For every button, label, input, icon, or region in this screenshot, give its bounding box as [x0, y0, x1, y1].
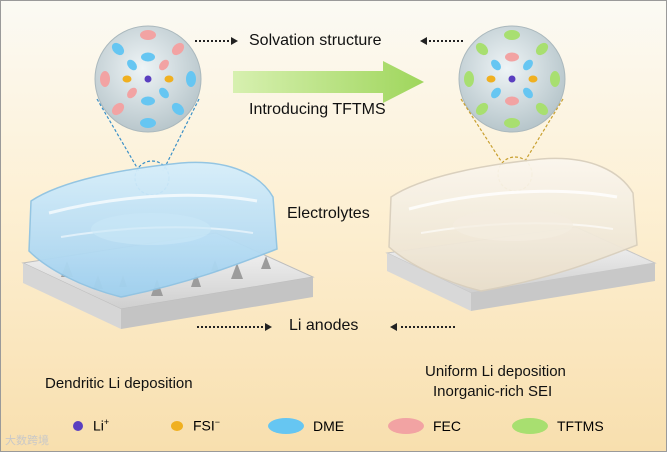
fec-molecule: [100, 71, 110, 87]
fec-molecule: [505, 52, 519, 62]
fsi-anion: [122, 75, 132, 83]
legend-label: DME: [313, 417, 345, 434]
right-caption-line1: Uniform Li deposition: [425, 363, 566, 380]
solvation-dotted-arrows: [195, 37, 463, 45]
legend-item-fsi: FSI−: [169, 417, 220, 434]
anode-dotted-arrows: [197, 323, 455, 331]
dme-molecule: [523, 87, 533, 99]
fec-molecule: [127, 87, 137, 99]
fec-ellipse-icon: [388, 417, 424, 434]
legend-label: FEC: [433, 417, 461, 434]
legend: Li+ FSI− DME FEC TFTMS: [1, 408, 666, 443]
dme-molecule: [171, 102, 185, 116]
watermark: 大数跨境: [5, 435, 49, 447]
dme-ellipse-icon: [268, 417, 304, 434]
fsi-anion-icon: [171, 420, 183, 431]
fsi-anion: [486, 75, 496, 83]
dme-molecule: [186, 71, 196, 87]
dme-molecule: [523, 59, 533, 71]
dme-molecule: [127, 59, 137, 71]
dme-molecule: [491, 87, 501, 99]
legend-sup: −: [214, 417, 221, 428]
tftms-molecule: [535, 102, 549, 116]
tftms-molecule: [464, 71, 474, 87]
li-ion: [508, 75, 516, 83]
fsi-anion: [528, 75, 538, 83]
tftms-ellipse-icon: [512, 417, 548, 434]
tftms-molecule: [550, 71, 560, 87]
introducing-arrow: [233, 61, 424, 103]
right-solvation-sphere: [458, 25, 566, 133]
legend-label: TFTMS: [557, 417, 604, 434]
li-anodes-label: Li anodes: [289, 317, 359, 334]
left-caption: Dendritic Li deposition: [45, 375, 193, 392]
right-electrolyte-gel: [388, 157, 638, 292]
fsi-anion: [164, 75, 174, 83]
left-electrolyte-gel: [28, 161, 278, 298]
fec-molecule: [171, 42, 185, 56]
dme-molecule: [159, 87, 169, 99]
legend-label: Li: [93, 417, 104, 434]
dme-molecule: [141, 96, 155, 106]
tftms-molecule: [504, 30, 520, 40]
fec-molecule: [111, 102, 125, 116]
dme-molecule: [111, 42, 125, 56]
legend-label: FSI: [193, 417, 215, 434]
dme-molecule: [140, 118, 156, 128]
fec-molecule: [140, 30, 156, 40]
dme-molecule: [141, 52, 155, 62]
tftms-molecule: [475, 102, 489, 116]
solvation-structure-label: Solvation structure: [249, 32, 382, 49]
introducing-tftms-label: Introducing TFTMS: [249, 101, 386, 118]
li-ion: [144, 75, 152, 83]
left-solvation-sphere: [94, 25, 202, 133]
electrolytes-label: Electrolytes: [287, 205, 370, 222]
fec-molecule: [159, 59, 169, 71]
tftms-molecule: [504, 118, 520, 128]
legend-item-dme: DME: [267, 417, 344, 435]
legend-item-tftms: TFTMS: [511, 417, 604, 435]
tftms-molecule: [535, 42, 549, 56]
fec-molecule: [505, 96, 519, 106]
legend-item-fec: FEC: [387, 417, 461, 435]
li-ion-icon: [73, 420, 83, 431]
right-caption-line2: Inorganic-rich SEI: [433, 383, 553, 400]
tftms-molecule: [475, 42, 489, 56]
legend-item-li: Li+: [71, 417, 109, 434]
legend-sup: +: [103, 417, 110, 428]
dme-molecule: [491, 59, 501, 71]
